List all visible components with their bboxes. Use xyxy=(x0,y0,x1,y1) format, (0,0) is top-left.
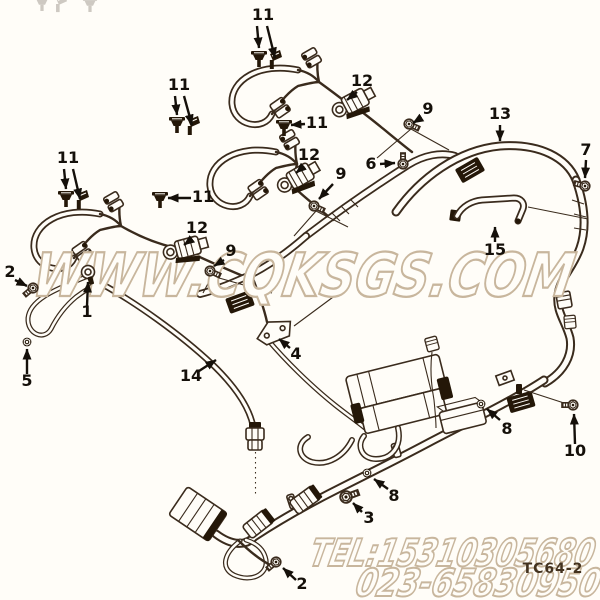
watermarks: WWW.CQKSGS.COM TEL:15310305680 023-65830… xyxy=(26,240,600,600)
callout-arrows xyxy=(14,25,591,581)
mounting-bracket xyxy=(256,320,292,346)
callout-label-1: 1 xyxy=(81,302,92,321)
connector-block xyxy=(345,353,453,435)
callout-label-9: 9 xyxy=(335,164,346,183)
injector-group-2 xyxy=(210,129,300,207)
callout-label-8: 8 xyxy=(501,419,512,438)
callout-label-9: 9 xyxy=(225,241,236,260)
inline-connector xyxy=(245,422,265,451)
battery-plug xyxy=(168,486,228,542)
harness-drawing xyxy=(25,0,589,581)
watermark-tel-line1: TEL:15310305680 xyxy=(306,531,599,576)
callout-label-4: 4 xyxy=(290,344,301,363)
callout-label-2: 2 xyxy=(4,262,15,281)
callouts-layer: 11 11 11 11 11 12 12 12 9 9 9 13 7 6 15 … xyxy=(4,5,592,593)
callout-label-6: 6 xyxy=(365,154,376,173)
callout-label-11: 11 xyxy=(168,75,190,94)
callout-label-11: 11 xyxy=(252,5,274,24)
bracket-strap xyxy=(449,194,527,225)
watermark-site: WWW.CQKSGS.COM xyxy=(27,241,579,310)
callout-label-11: 11 xyxy=(306,113,328,132)
callout-label-10: 10 xyxy=(564,441,586,460)
drawing-code: TC64-2 xyxy=(523,561,584,577)
callout-label-7: 7 xyxy=(580,140,591,159)
callout-label-12: 12 xyxy=(186,218,208,237)
callout-label-9: 9 xyxy=(422,99,433,118)
cutoff-fragments xyxy=(34,0,98,13)
callout-label-14: 14 xyxy=(180,366,202,385)
callout-label-13: 13 xyxy=(489,104,511,123)
callout-label-11: 11 xyxy=(192,187,214,206)
callout-label-11: 11 xyxy=(57,148,79,167)
callout-label-5: 5 xyxy=(21,371,32,390)
callout-label-12: 12 xyxy=(351,71,373,90)
callout-label-2: 2 xyxy=(296,574,307,593)
relay-box xyxy=(436,396,487,435)
leader-lines xyxy=(202,128,589,404)
callout-label-3: 3 xyxy=(363,508,374,527)
right-dark-connector xyxy=(505,384,537,414)
bracket-plate xyxy=(494,369,516,387)
callout-label-15: 15 xyxy=(484,240,506,259)
callout-label-8: 8 xyxy=(388,486,399,505)
callout-label-12: 12 xyxy=(298,145,320,164)
watermark-tel-line2: 023-65830950 xyxy=(352,561,600,600)
